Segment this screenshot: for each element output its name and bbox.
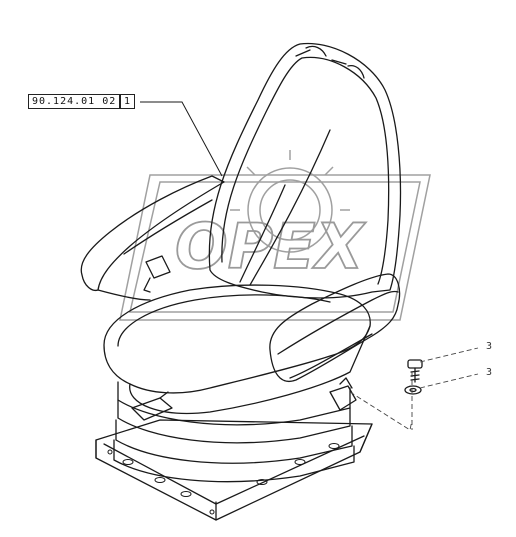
part-reference-number: 90.124.01 02 xyxy=(32,96,117,107)
washer-part xyxy=(404,385,422,395)
callout-bolt: 3 xyxy=(486,341,493,352)
leader-main xyxy=(140,101,223,177)
callout-washer: 3 xyxy=(486,367,493,378)
part-index-number: 1 xyxy=(124,96,132,107)
bolt-part xyxy=(407,359,423,383)
seat-cushion xyxy=(103,284,371,394)
watermark-logo: OPEX xyxy=(119,150,431,321)
adjust-lever xyxy=(131,397,173,421)
part-reference-label: 90.124.01 02 xyxy=(28,94,121,109)
right-armrest xyxy=(269,273,401,382)
leader-washer xyxy=(419,373,479,389)
watermark-text: OPEX xyxy=(175,210,366,283)
leader-bolt xyxy=(419,347,479,363)
seat-belt-buckle xyxy=(145,255,171,279)
part-index-label: 1 xyxy=(120,94,136,109)
suspension-base xyxy=(117,381,351,426)
